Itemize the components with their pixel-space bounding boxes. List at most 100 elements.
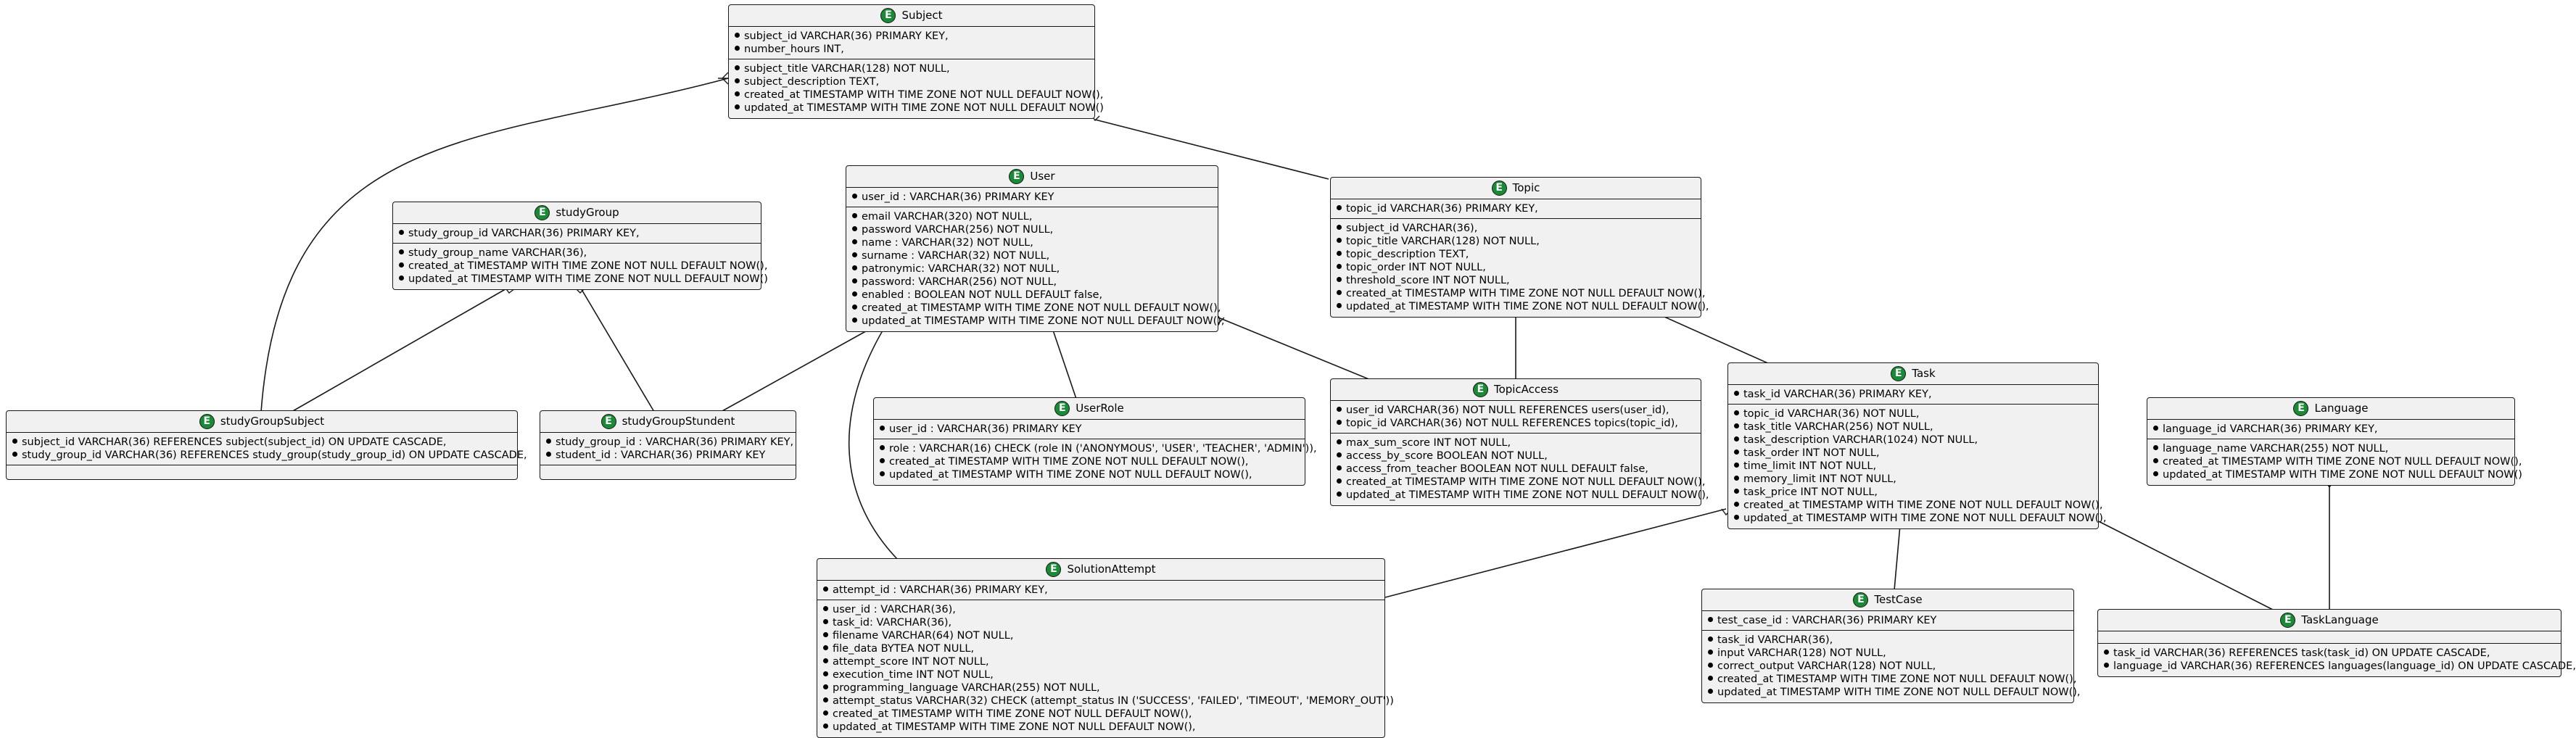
entity-keys xyxy=(2098,631,2561,644)
field-row: updated_at TIMESTAMP WITH TIME ZONE NOT … xyxy=(1708,686,2081,699)
entity-keys: user_id : VARCHAR(36) PRIMARY KEY xyxy=(874,420,1305,439)
entity-icon: E xyxy=(2280,612,2296,628)
entity-fields: topic_id VARCHAR(36) NOT NULL, task_titl… xyxy=(1728,405,2107,528)
field-row: correct_output VARCHAR(128) NOT NULL, xyxy=(1708,660,2068,673)
entity-studygroupstudent[interactable]: E studyGroupStundent study_group_id : VA… xyxy=(540,410,796,480)
entity-header: E TopicAccess xyxy=(1331,379,1701,401)
edge-user-studygroupstudent xyxy=(720,317,891,412)
entity-keys: language_id VARCHAR(36) PRIMARY KEY, xyxy=(2147,420,2514,439)
field-row: created_at TIMESTAMP WITH TIME ZONE NOT … xyxy=(823,708,1379,721)
entity-title: SolutionAttempt xyxy=(1067,563,1156,576)
entity-fields: user_id : VARCHAR(36), task_id: VARCHAR(… xyxy=(817,600,1394,737)
field-row: study_group_name VARCHAR(36), xyxy=(399,246,755,260)
entity-fields: study_group_name VARCHAR(36), created_at… xyxy=(393,244,768,289)
key-row: test_case_id : VARCHAR(36) PRIMARY KEY xyxy=(1708,614,2068,627)
edge-user-topicaccess xyxy=(1218,317,1371,381)
field-row: topic_description TEXT, xyxy=(1337,248,1695,261)
entity-solutionattempt[interactable]: E SolutionAttempt attempt_id : VARCHAR(3… xyxy=(817,558,1394,738)
entity-keys: user_id VARCHAR(36) NOT NULL REFERENCES … xyxy=(1331,401,1701,434)
entity-title: TopicAccess xyxy=(1493,383,1559,396)
key-row: study_group_id VARCHAR(36) REFERENCES st… xyxy=(12,449,527,462)
key-row: study_group_id VARCHAR(36) PRIMARY KEY, xyxy=(399,227,755,240)
key-row: attempt_id : VARCHAR(36) PRIMARY KEY, xyxy=(823,584,1379,597)
edge-subject-studygroupsubject xyxy=(260,78,729,412)
entity-testcase[interactable]: E TestCase test_case_id : VARCHAR(36) PR… xyxy=(1701,589,2081,703)
key-row: study_group_id : VARCHAR(36) PRIMARY KEY… xyxy=(546,436,793,449)
entity-icon: E xyxy=(1891,365,1907,381)
entity-topicaccess[interactable]: E TopicAccess user_id VARCHAR(36) NOT NU… xyxy=(1330,378,1709,506)
entity-studygroupsubject[interactable]: E studyGroupSubject subject_id VARCHAR(3… xyxy=(6,410,527,480)
edge-user-solutionattempt xyxy=(848,317,899,560)
field-row: threshold_score INT NOT NULL, xyxy=(1337,274,1695,287)
entity-icon: E xyxy=(1491,180,1507,196)
entity-header: E studyGroupStundent xyxy=(540,411,796,433)
entity-fields: subject_id VARCHAR(36), topic_title VARC… xyxy=(1331,219,1709,317)
field-row: subject_description TEXT, xyxy=(735,75,1089,88)
entity-title: TestCase xyxy=(1874,593,1923,606)
entity-icon: E xyxy=(199,413,215,429)
field-row: task_id VARCHAR(36) REFERENCES task(task… xyxy=(2104,647,2555,660)
field-row: created_at TIMESTAMP WITH TIME ZONE NOT … xyxy=(880,455,1299,468)
field-row: updated_at TIMESTAMP WITH TIME ZONE NOT … xyxy=(880,468,1299,481)
entity-language[interactable]: E Language language_id VARCHAR(36) PRIMA… xyxy=(2147,397,2522,486)
entity-header: E TestCase xyxy=(1702,589,2073,611)
entity-icon: E xyxy=(1009,168,1025,184)
field-row: subject_title VARCHAR(128) NOT NULL, xyxy=(735,62,1089,75)
field-row: time_limit INT NOT NULL, xyxy=(1734,460,2092,473)
entity-fields: task_id VARCHAR(36), input VARCHAR(128) … xyxy=(1702,631,2081,702)
field-row: memory_limit INT NOT NULL, xyxy=(1734,473,2092,486)
entity-keys: study_group_id VARCHAR(36) PRIMARY KEY, xyxy=(393,224,761,244)
field-row: created_at TIMESTAMP WITH TIME ZONE NOT … xyxy=(1734,499,2102,512)
entity-userrole[interactable]: E UserRole user_id : VARCHAR(36) PRIMARY… xyxy=(873,397,1317,486)
entity-title: Subject xyxy=(901,9,943,22)
key-row: topic_id VARCHAR(36) NOT NULL REFERENCES… xyxy=(1337,417,1695,430)
field-row: programming_language VARCHAR(255) NOT NU… xyxy=(823,681,1379,695)
entity-keys: study_group_id : VARCHAR(36) PRIMARY KEY… xyxy=(540,433,796,465)
entity-header: E studyGroup xyxy=(393,202,761,224)
entity-keys: topic_id VARCHAR(36) PRIMARY KEY, xyxy=(1331,199,1701,219)
key-row: topic_id VARCHAR(36) PRIMARY KEY, xyxy=(1337,202,1695,215)
field-row: task_price INT NOT NULL, xyxy=(1734,486,2092,499)
field-row: created_at TIMESTAMP WITH TIME ZONE NOT … xyxy=(2153,455,2522,468)
edge-studygroup-studygroupstudent xyxy=(579,286,655,412)
field-row: task_description VARCHAR(1024) NOT NULL, xyxy=(1734,434,2092,447)
field-row: created_at TIMESTAMP WITH TIME ZONE NOT … xyxy=(852,302,1221,315)
entity-keys: attempt_id : VARCHAR(36) PRIMARY KEY, xyxy=(817,581,1384,600)
entity-fields xyxy=(540,465,796,479)
field-row: task_id: VARCHAR(36), xyxy=(823,616,1379,629)
entity-studygroup[interactable]: E studyGroup study_group_id VARCHAR(36) … xyxy=(392,202,768,290)
entity-fields: role : VARCHAR(16) CHECK (role IN ('ANON… xyxy=(874,439,1317,485)
edge-task-tasklanguage xyxy=(2073,508,2275,611)
field-row: updated_at TIMESTAMP WITH TIME ZONE NOT … xyxy=(1337,489,1709,502)
key-row: user_id : VARCHAR(36) PRIMARY KEY xyxy=(880,423,1299,436)
key-row: student_id : VARCHAR(36) PRIMARY KEY xyxy=(546,449,790,462)
edge-studygroup-studygroupsubject xyxy=(291,286,510,412)
field-row: task_order INT NOT NULL, xyxy=(1734,447,2092,460)
field-row: email VARCHAR(320) NOT NULL, xyxy=(852,210,1212,223)
field-row: patronymic: VARCHAR(32) NOT NULL, xyxy=(852,262,1212,275)
entity-header: E User xyxy=(846,166,1218,188)
entity-topic[interactable]: E Topic topic_id VARCHAR(36) PRIMARY KEY… xyxy=(1330,177,1709,318)
field-row: input VARCHAR(128) NOT NULL, xyxy=(1708,647,2068,660)
entity-keys: user_id : VARCHAR(36) PRIMARY KEY xyxy=(846,188,1218,207)
entity-title: studyGroup xyxy=(556,206,619,219)
field-row: updated_at TIMESTAMP WITH TIME ZONE NOT … xyxy=(1734,512,2107,525)
field-row: updated_at TIMESTAMP WITH TIME ZONE NOT … xyxy=(823,721,1379,734)
field-row: topic_title VARCHAR(128) NOT NULL, xyxy=(1337,235,1695,248)
field-row: language_id VARCHAR(36) REFERENCES langu… xyxy=(2104,660,2576,673)
field-row: user_id : VARCHAR(36), xyxy=(823,603,1379,616)
entity-subject[interactable]: E Subject subject_id VARCHAR(36) PRIMARY… xyxy=(728,4,1104,119)
field-row: task_title VARCHAR(256) NOT NULL, xyxy=(1734,420,2092,434)
entity-title: Language xyxy=(2314,402,2369,415)
entity-title: Topic xyxy=(1512,181,1540,194)
field-row: language_name VARCHAR(255) NOT NULL, xyxy=(2153,442,2509,455)
entity-header: E studyGroupSubject xyxy=(7,411,517,433)
field-row: updated_at TIMESTAMP WITH TIME ZONE NOT … xyxy=(399,273,768,286)
entity-tasklanguage[interactable]: E TaskLanguage task_id VARCHAR(36) REFER… xyxy=(2097,609,2576,677)
entity-task[interactable]: E Task task_id VARCHAR(36) PRIMARY KEY, … xyxy=(1727,362,2107,529)
entity-user[interactable]: E User user_id : VARCHAR(36) PRIMARY KEY… xyxy=(846,165,1225,332)
entity-fields: language_name VARCHAR(255) NOT NULL, cre… xyxy=(2147,439,2522,485)
entity-icon: E xyxy=(1046,561,1062,577)
entity-title: UserRole xyxy=(1076,402,1124,415)
field-row: max_sum_score INT NOT NULL, xyxy=(1337,436,1695,449)
